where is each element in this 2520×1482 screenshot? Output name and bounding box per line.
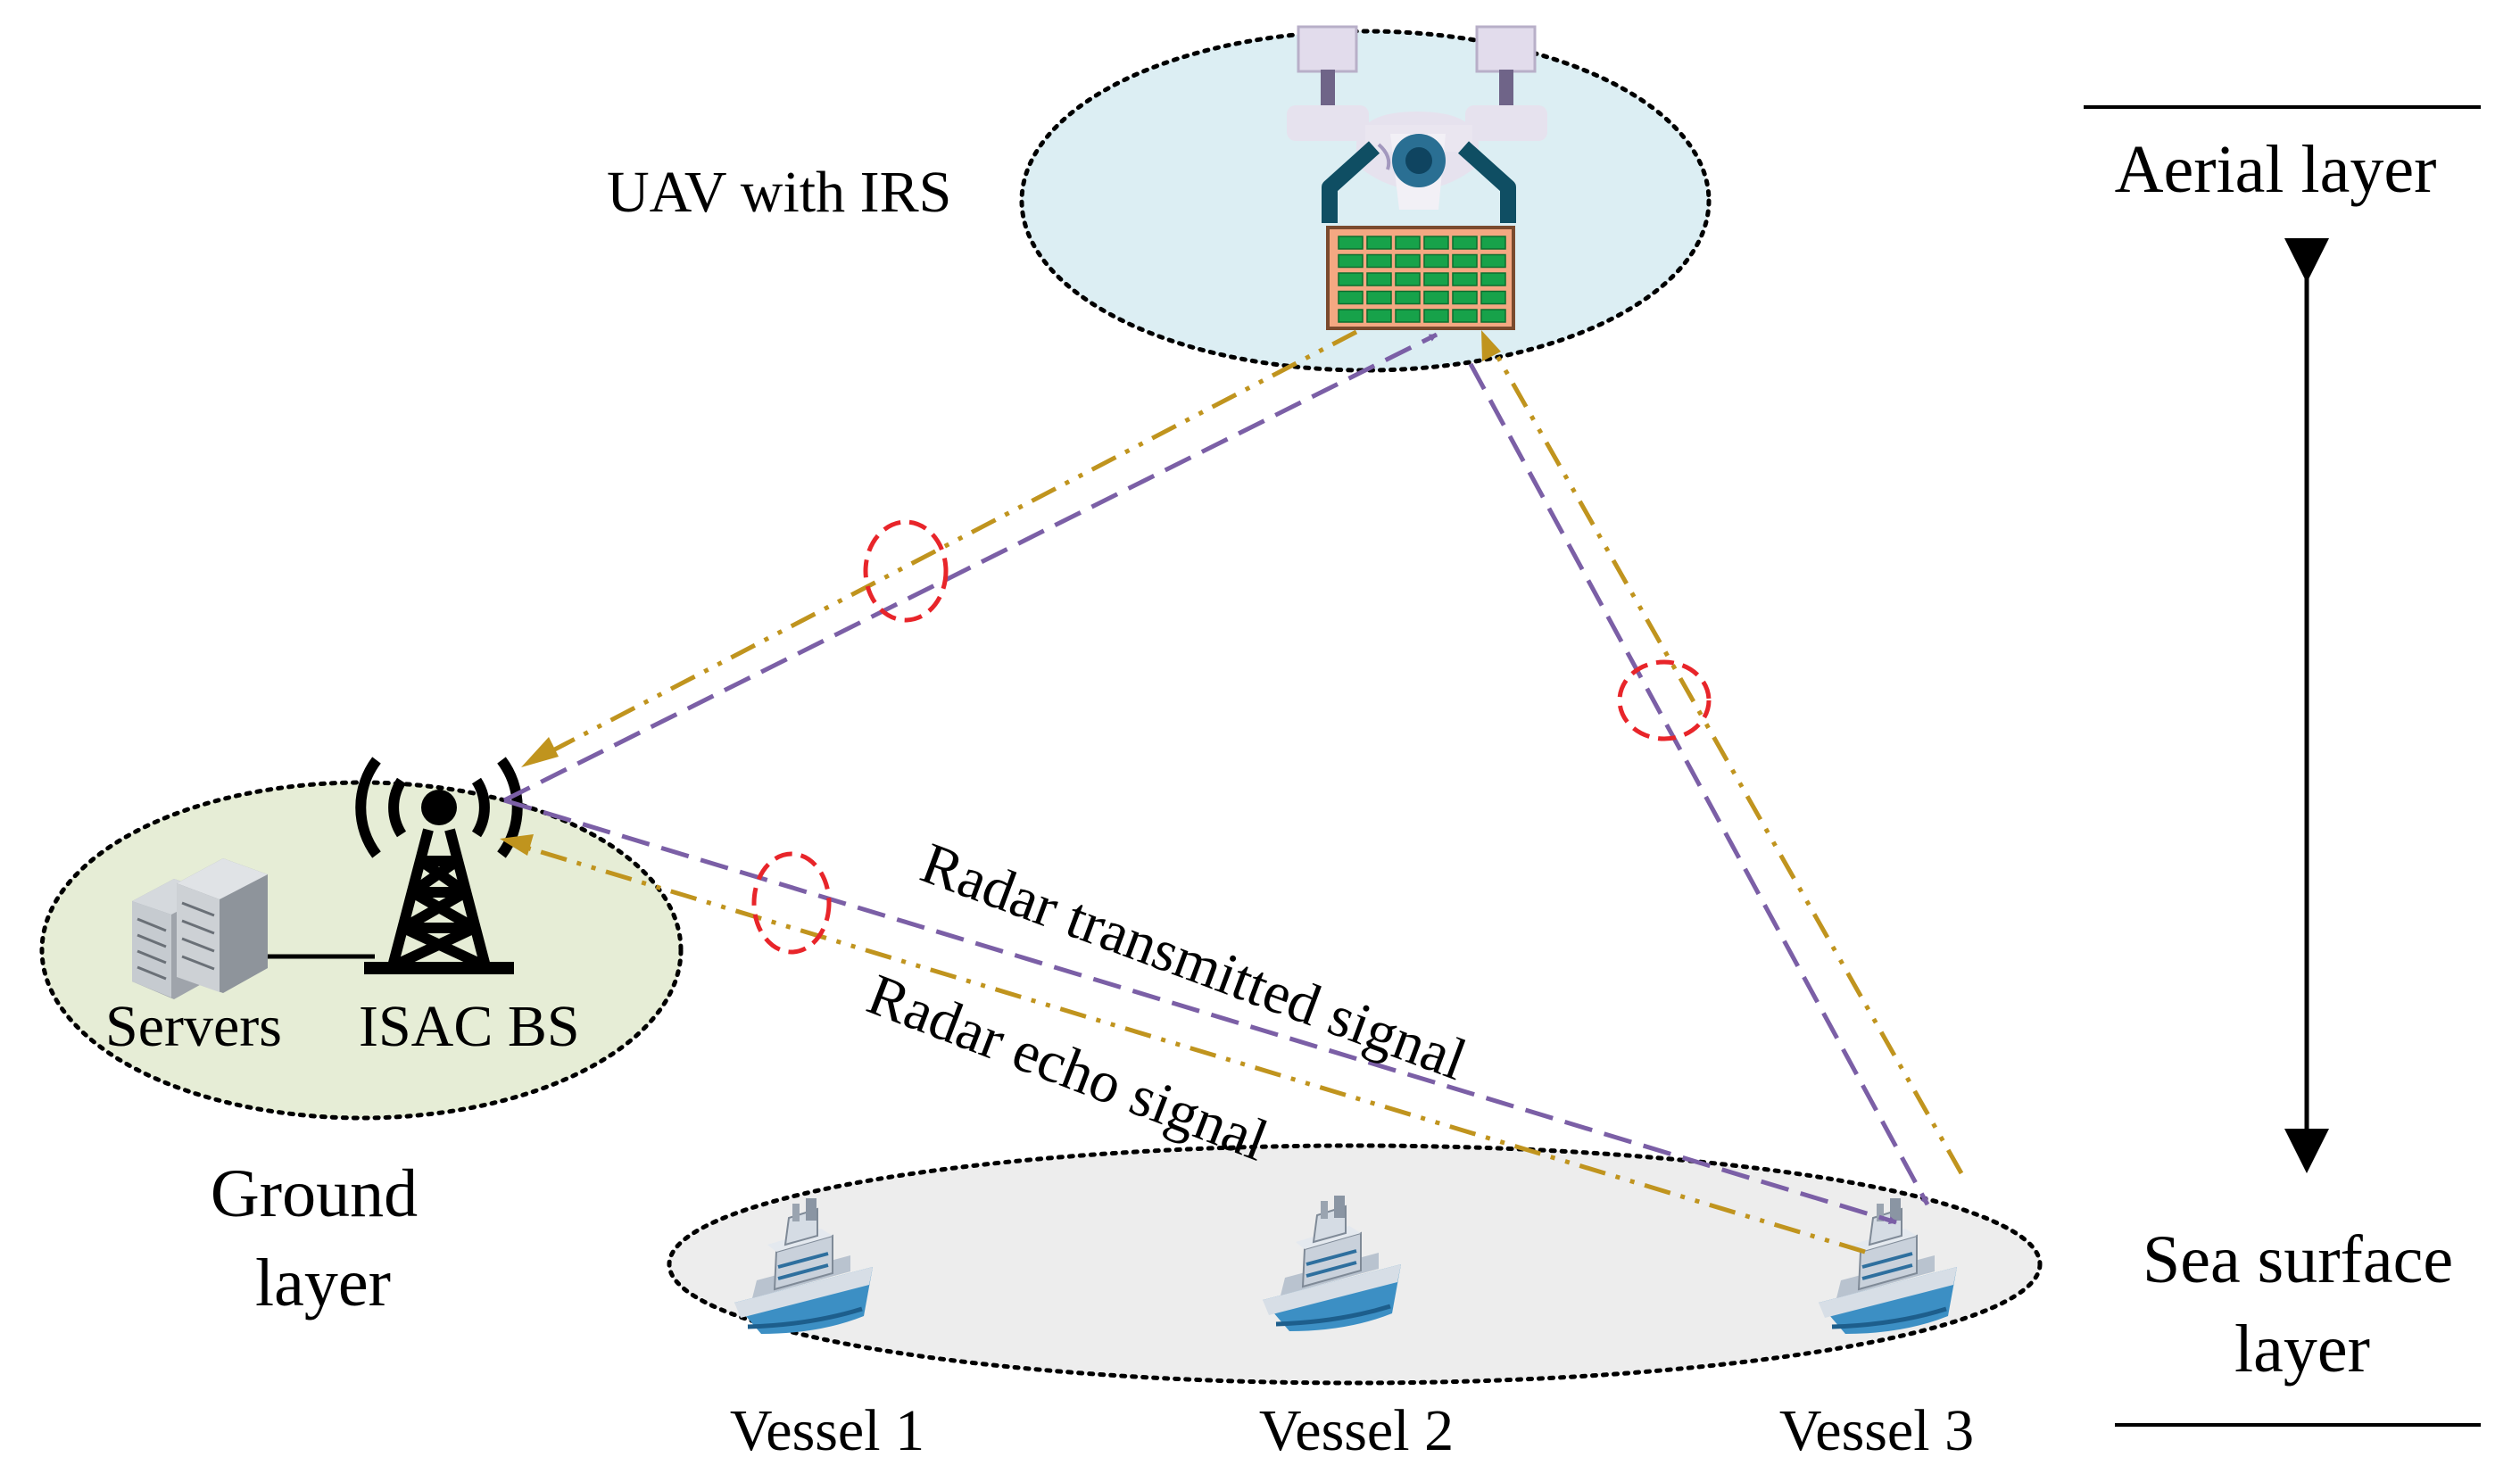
irs-element: [1395, 253, 1421, 269]
uav-label: UAV with IRS: [607, 160, 951, 225]
irs-element: [1366, 309, 1392, 323]
irs-element: [1480, 253, 1506, 269]
bs-label: ISAC BS: [359, 994, 580, 1059]
antenna-tower-icon: [355, 757, 523, 974]
irs-element: [1452, 309, 1478, 323]
irs-element: [1452, 236, 1478, 250]
drone-icon: [1287, 25, 1547, 223]
irs-element: [1366, 253, 1392, 269]
irs-element: [1366, 290, 1392, 305]
interference-marker-3: [751, 851, 832, 955]
vessel-label-3: Vessel 3: [1779, 1398, 1974, 1463]
irs-element: [1423, 236, 1449, 250]
irs-element: [1338, 272, 1364, 286]
echo-vessel3-to-irs: [1488, 342, 1964, 1175]
irs-element: [1423, 309, 1449, 323]
irs-element: [1452, 272, 1478, 286]
radar-transmitted-paths: [502, 332, 1930, 1225]
irs-element: [1338, 309, 1364, 323]
tx-bs-to-irs: [502, 332, 1438, 803]
ship-icon: [734, 1198, 873, 1334]
irs-element: [1366, 272, 1392, 286]
irs-element: [1338, 253, 1364, 269]
irs-element: [1452, 253, 1478, 269]
irs-element: [1395, 309, 1421, 323]
irs-element: [1338, 290, 1364, 305]
irs-element: [1480, 236, 1506, 250]
irs-element: [1423, 290, 1449, 305]
irs-element: [1480, 272, 1506, 286]
ship-icon: [1819, 1198, 1957, 1334]
echo-irs-to-bs: [544, 329, 1358, 757]
irs-element: [1480, 290, 1506, 305]
irs-element: [1395, 236, 1421, 250]
radar-echo-arrowheads: [500, 330, 1501, 856]
radar-echo-paths: [526, 329, 1964, 1254]
irs-element: [1395, 290, 1421, 305]
sea-layer-label-line1: Sea surface: [2143, 1222, 2453, 1297]
irs-panel-icon: [1326, 226, 1515, 330]
echo-vessel3-to-bs: [526, 845, 1866, 1254]
ground-layer-label-line1: Ground: [211, 1156, 418, 1231]
irs-element: [1452, 290, 1478, 305]
vessel-label-2: Vessel 2: [1259, 1398, 1454, 1463]
irs-element: [1423, 253, 1449, 269]
irs-element: [1366, 236, 1392, 250]
irs-element: [1338, 236, 1364, 250]
tx-irs-to-vessel3: [1468, 362, 1930, 1206]
sea-layer-label-line2: layer: [2234, 1312, 2370, 1387]
irs-element: [1395, 272, 1421, 286]
tx-bs-to-vessel3: [503, 798, 1897, 1225]
interference-marker-1: [863, 519, 949, 623]
ground-layer-label-line2: layer: [255, 1246, 391, 1321]
vessel-label-1: Vessel 1: [730, 1398, 924, 1463]
aerial-layer-label: Aerial layer: [2115, 132, 2437, 207]
server-rack-icon: [132, 858, 268, 999]
servers-label: Servers: [105, 994, 282, 1059]
interference-marker-2: [1617, 659, 1712, 741]
ship-icon: [1263, 1196, 1401, 1331]
irs-element: [1480, 309, 1506, 323]
interference-markers: [751, 519, 1712, 955]
irs-element: [1423, 272, 1449, 286]
ground-zone: [39, 780, 684, 1121]
